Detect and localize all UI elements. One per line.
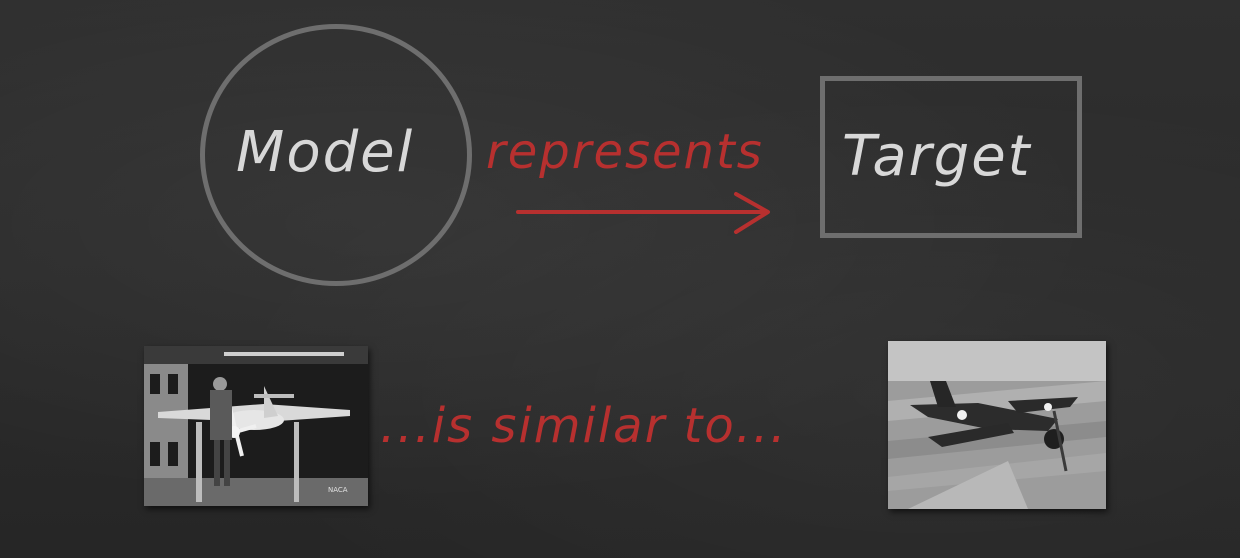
similar-label: ...is similar to... bbox=[380, 398, 788, 454]
represents-label: represents bbox=[486, 124, 764, 180]
model-label: Model bbox=[236, 120, 415, 185]
wind-tunnel-model-photo: NACA bbox=[144, 346, 368, 506]
model-circle bbox=[200, 24, 472, 286]
photo-caption: NACA bbox=[328, 486, 348, 494]
right-arrow-icon bbox=[516, 192, 770, 234]
target-label: Target bbox=[842, 124, 1032, 189]
aircraft-in-flight-photo bbox=[888, 341, 1106, 509]
target-box bbox=[820, 76, 1082, 238]
